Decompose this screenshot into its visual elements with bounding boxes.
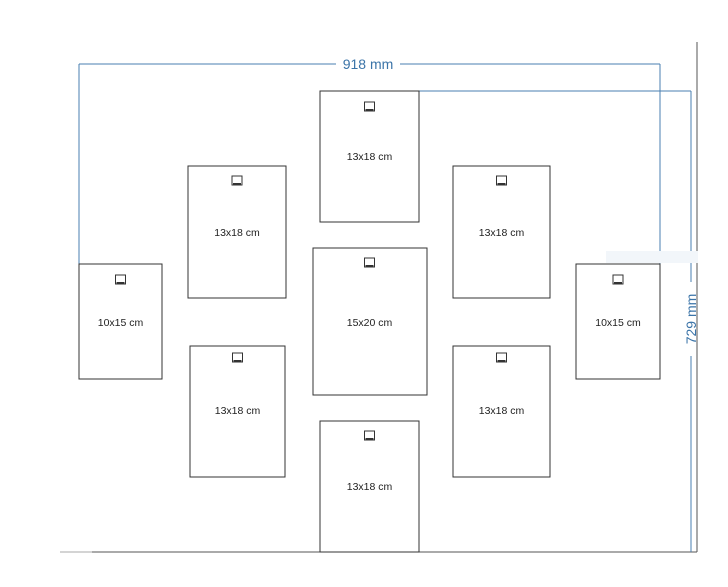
frame-bottom-center: 13x18 cm (319, 420, 420, 553)
picture-hook-icon (612, 274, 624, 285)
frame-size-label: 10x15 cm (595, 317, 641, 329)
frame-lower-right: 13x18 cm (452, 345, 551, 478)
frame-upper-right: 13x18 cm (452, 165, 551, 299)
frame-size-label: 13x18 cm (215, 405, 261, 417)
frame-size-label: 13x18 cm (214, 227, 260, 239)
frame-center: 15x20 cm (312, 247, 428, 396)
frame-outline (187, 165, 287, 299)
frame-size-label: 13x18 cm (347, 481, 393, 493)
height-dimension: 729 mm (419, 90, 699, 552)
picture-hook-icon (364, 101, 375, 112)
frame-size-label: 10x15 cm (98, 317, 144, 329)
width-dimension: 918 mm (78, 56, 661, 265)
frame-outline (312, 247, 428, 396)
picture-hook-icon (231, 175, 243, 186)
picture-hook-icon (364, 430, 375, 441)
picture-hook-icon (496, 352, 507, 363)
picture-hook-icon (496, 175, 507, 186)
width-dimension-label: 918 mm (343, 56, 394, 72)
frame-outline (452, 345, 551, 478)
frame-outline (319, 90, 420, 223)
picture-hook-icon (232, 352, 243, 363)
watermark-mark (606, 251, 698, 263)
frame-middle-right: 10x15 cm (575, 263, 661, 380)
frame-size-label: 13x18 cm (479, 405, 525, 417)
frame-middle-left: 10x15 cm (78, 263, 163, 380)
frame-size-label: 15x20 cm (347, 317, 393, 329)
frame-outline (319, 420, 420, 553)
picture-hook-icon (115, 274, 126, 285)
frame-top-center: 13x18 cm (319, 90, 420, 223)
frame-size-label: 13x18 cm (347, 151, 393, 163)
height-dimension-label: 729 mm (683, 294, 699, 345)
frame-lower-left: 13x18 cm (189, 345, 286, 478)
frame-outline (452, 165, 551, 299)
frame-outline (189, 345, 286, 478)
picture-hook-icon (364, 257, 375, 268)
frame-size-label: 13x18 cm (479, 227, 525, 239)
frame-upper-left: 13x18 cm (187, 165, 287, 299)
